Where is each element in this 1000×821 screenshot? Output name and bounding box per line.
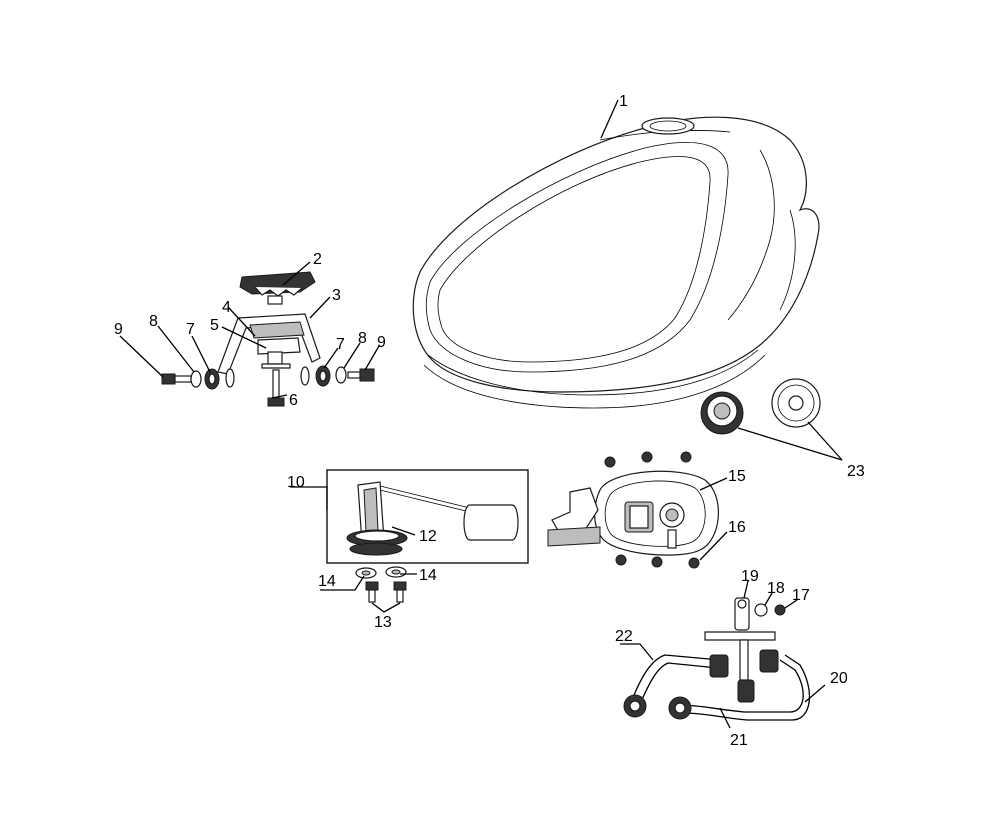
bolt bbox=[267, 369, 285, 407]
callout-8-right: 8 bbox=[358, 330, 367, 347]
callout-8-left: 8 bbox=[149, 313, 158, 330]
callout-15: 15 bbox=[728, 468, 746, 485]
pump-flange bbox=[547, 451, 719, 569]
callout-1: 1 bbox=[619, 93, 628, 110]
callout-12: 12 bbox=[419, 528, 437, 545]
right-hardware bbox=[300, 365, 375, 387]
callout-4: 4 bbox=[222, 299, 231, 316]
callout-13: 13 bbox=[374, 614, 392, 631]
callout-10: 10 bbox=[287, 474, 305, 491]
mount-bracket bbox=[217, 313, 321, 375]
rubber-pad bbox=[239, 271, 316, 305]
fuel-pump-assembly bbox=[326, 469, 529, 564]
callout-20: 20 bbox=[830, 670, 848, 687]
callout-14-right: 14 bbox=[419, 567, 437, 584]
leader-lines bbox=[119, 99, 843, 729]
callout-18: 18 bbox=[767, 580, 785, 597]
callout-9-right: 9 bbox=[377, 334, 386, 351]
callout-3: 3 bbox=[332, 287, 341, 304]
fuel-tank bbox=[412, 116, 820, 409]
callout-14-left: 14 bbox=[318, 573, 336, 590]
callout-7-right: 7 bbox=[336, 336, 345, 353]
callout-19: 19 bbox=[741, 568, 759, 585]
callout-6: 6 bbox=[289, 392, 298, 409]
callout-21: 21 bbox=[730, 732, 748, 749]
callout-16: 16 bbox=[728, 519, 746, 536]
left-hardware bbox=[161, 368, 235, 390]
tank-caps bbox=[700, 378, 821, 435]
callout-9-left: 9 bbox=[114, 321, 123, 338]
washers-screws bbox=[355, 566, 407, 603]
callout-23: 23 bbox=[847, 463, 865, 480]
callout-22: 22 bbox=[615, 628, 633, 645]
callout-7-left: 7 bbox=[186, 321, 195, 338]
fuel-lines bbox=[623, 597, 811, 721]
callout-5: 5 bbox=[210, 317, 219, 334]
callout-labels: 1 2 3 4 5 6 7 7 8 8 9 9 10 12 13 14 14 1… bbox=[114, 93, 865, 749]
callout-17: 17 bbox=[792, 587, 810, 604]
callout-2: 2 bbox=[313, 251, 322, 268]
